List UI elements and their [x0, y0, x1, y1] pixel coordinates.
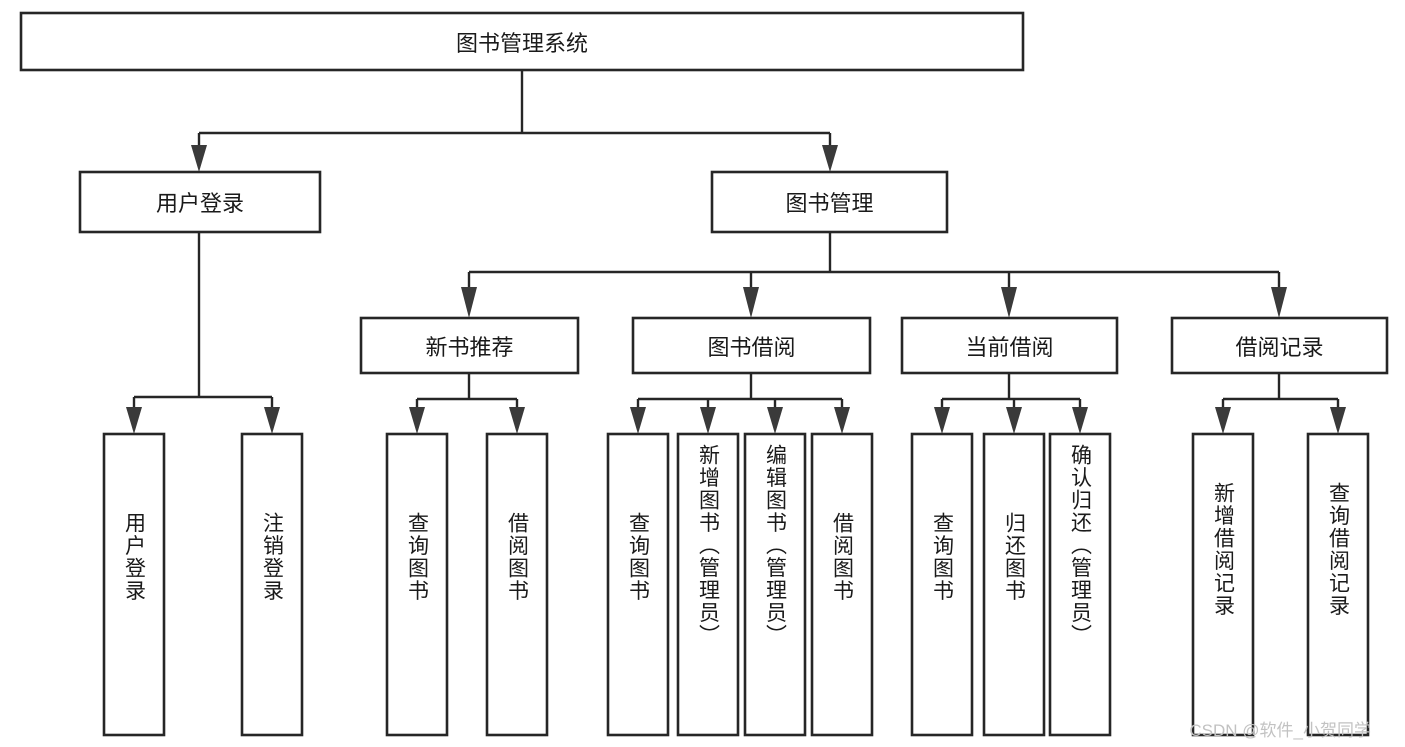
arrowhead-book-borrow: [743, 287, 759, 318]
node-box-leaf-add-borrow-record[interactable]: [1191, 432, 1255, 737]
node-box-leaf-edit-book-admin[interactable]: [743, 432, 807, 737]
arrowhead-current-borrow: [1001, 287, 1017, 318]
node-box-leaf-query-book-borrow[interactable]: [606, 432, 670, 737]
node-box-new-book-recommend[interactable]: [359, 316, 580, 375]
arrowhead-borrow-record: [1271, 287, 1287, 318]
arrowhead-user-login: [191, 145, 207, 172]
arrowhead-leaf-query-book-current: [934, 407, 950, 434]
arrowhead-leaf-borrow-book-recommend: [509, 407, 525, 434]
node-box-leaf-query-borrow-record[interactable]: [1306, 432, 1370, 737]
node-box-leaf-logout[interactable]: [240, 432, 304, 737]
arrowhead-leaf-user-login: [126, 407, 142, 434]
node-box-leaf-return-book[interactable]: [982, 432, 1046, 737]
node-box-current-borrow[interactable]: [900, 316, 1119, 375]
node-box-book-borrow[interactable]: [631, 316, 872, 375]
node-box-leaf-add-book-admin[interactable]: [676, 432, 740, 737]
node-box-leaf-borrow-book[interactable]: [810, 432, 874, 737]
node-box-book-manage[interactable]: [710, 170, 949, 234]
node-box-leaf-user-login[interactable]: [102, 432, 166, 737]
arrowhead-book-manage: [822, 145, 838, 172]
arrowhead-leaf-edit-book-admin: [767, 407, 783, 434]
node-box-borrow-record[interactable]: [1170, 316, 1389, 375]
arrowhead-leaf-add-borrow-record: [1215, 407, 1231, 434]
arrowhead-leaf-query-borrow-record: [1330, 407, 1346, 434]
arrowhead-leaf-logout: [264, 407, 280, 434]
node-box-leaf-query-book-current[interactable]: [910, 432, 974, 737]
arrowhead-leaf-query-book-recommend: [409, 407, 425, 434]
node-box-leaf-query-book-recommend[interactable]: [385, 432, 449, 737]
node-box-leaf-borrow-book-recommend[interactable]: [485, 432, 549, 737]
arrowhead-leaf-borrow-book: [834, 407, 850, 434]
node-box-leaf-confirm-return-admin[interactable]: [1048, 432, 1112, 737]
connector-layer: [126, 70, 1346, 434]
arrowhead-leaf-query-book-borrow: [630, 407, 646, 434]
node-box-layer: [19, 11, 1389, 737]
node-box-user-login[interactable]: [78, 170, 322, 234]
arrowhead-leaf-add-book-admin: [700, 407, 716, 434]
arrowhead-leaf-return-book: [1006, 407, 1022, 434]
arrowhead-leaf-confirm-return-admin: [1072, 407, 1088, 434]
node-box-root[interactable]: [19, 11, 1025, 72]
arrowhead-new-book-recommend: [461, 287, 477, 318]
